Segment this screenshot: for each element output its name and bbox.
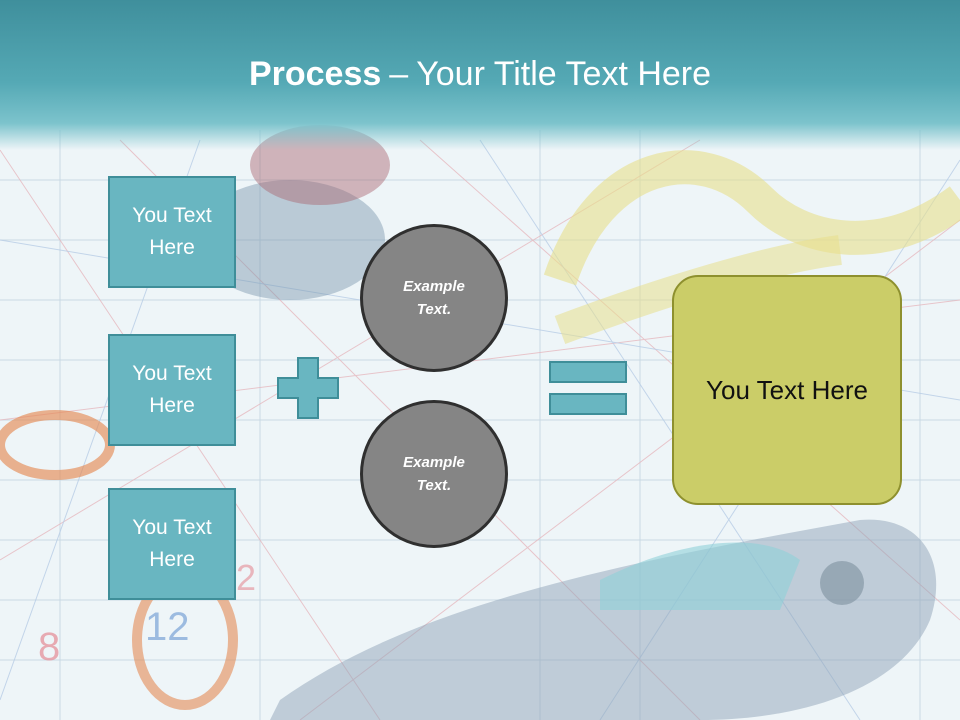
title-bold: Process xyxy=(248,55,382,93)
circle-label: Example Text. xyxy=(403,278,465,318)
result-box: You Text Here xyxy=(672,275,902,505)
svg-text:8: 8 xyxy=(38,625,60,669)
page-title: Process–Your Title Text Here xyxy=(0,52,960,96)
text-box-label: You Text Here xyxy=(132,516,212,571)
svg-text:2: 2 xyxy=(236,557,256,598)
plus-icon xyxy=(277,357,339,419)
text-box-3: You Text Here xyxy=(108,488,236,600)
equals-icon xyxy=(549,361,627,415)
header-band xyxy=(0,0,960,150)
title-rest: Your Title Text Here xyxy=(416,55,712,93)
result-label: You Text Here xyxy=(706,375,868,405)
example-circle-1: Example Text. xyxy=(360,224,508,372)
text-box-label: You Text Here xyxy=(132,362,212,417)
title-separator: – xyxy=(389,55,409,93)
example-circle-2: Example Text. xyxy=(360,400,508,548)
circle-label: Example Text. xyxy=(403,454,465,494)
text-box-2: You Text Here xyxy=(108,334,236,446)
text-box-label: You Text Here xyxy=(132,204,212,259)
text-box-1: You Text Here xyxy=(108,176,236,288)
svg-text:12: 12 xyxy=(145,605,190,649)
